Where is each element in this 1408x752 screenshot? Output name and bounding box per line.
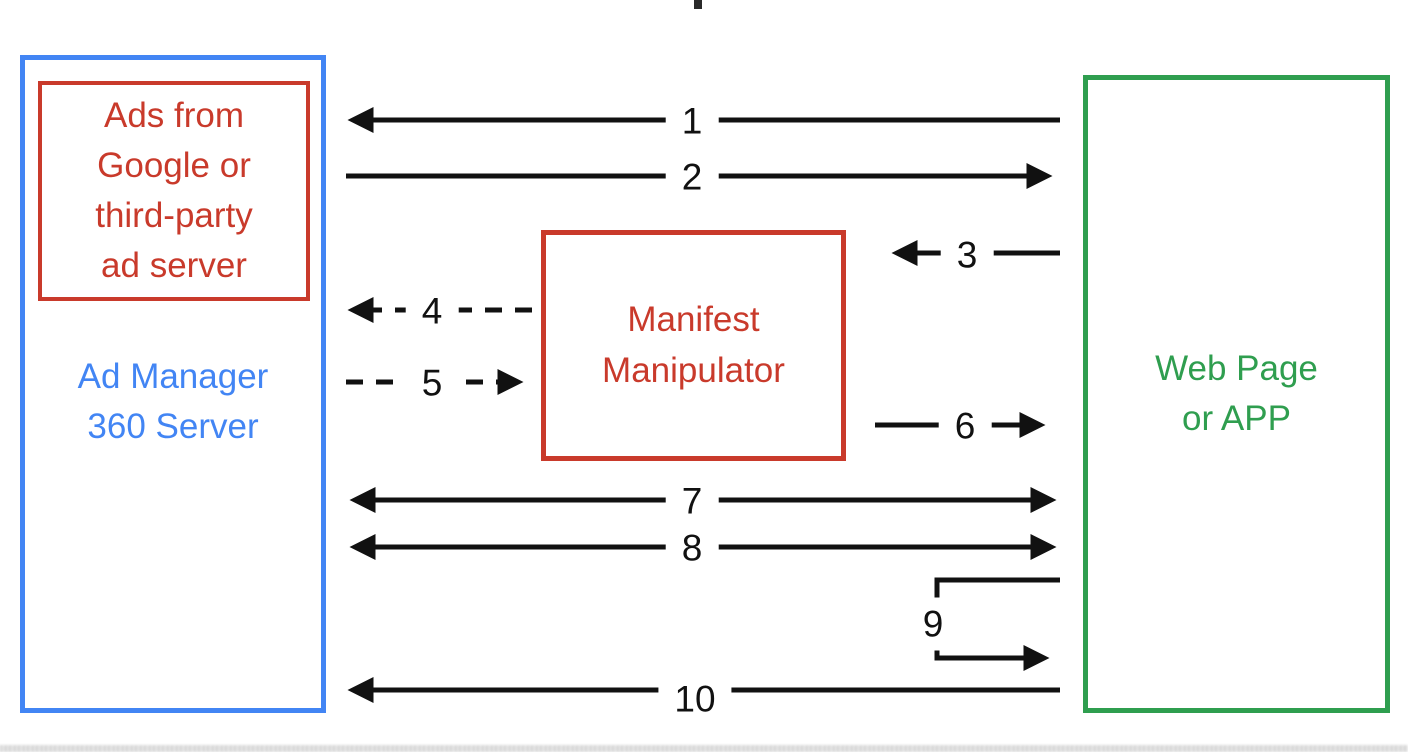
ad-manager-box: Ads from Google or third-party ad server… (20, 55, 326, 713)
arrow-5-label: 5 (405, 362, 459, 404)
arrow-4-label: 4 (405, 290, 459, 332)
bottom-edge-artifact (0, 745, 1408, 752)
arrow-6-label: 6 (938, 405, 992, 447)
web-page-box: Web Page or APP (1083, 75, 1390, 713)
manifest-manipulator-label: Manifest Manipulator (602, 300, 785, 390)
arrow-9-line (934, 577, 1060, 671)
arrow-10-label: 10 (658, 678, 732, 720)
top-edge-artifact (694, 0, 702, 9)
arrow-1-label: 1 (665, 100, 719, 142)
arrow-7-label: 7 (665, 480, 719, 522)
arrow-3-label: 3 (940, 234, 994, 276)
arrow-8-label: 8 (665, 527, 719, 569)
arrow-9-label: 9 (910, 597, 956, 651)
ads-source-box: Ads from Google or third-party ad server (38, 81, 310, 301)
ad-manager-label: Ad Manager 360 Server (77, 357, 269, 447)
arrow-2-label: 2 (665, 156, 719, 198)
web-page-label: Web Page or APP (1155, 348, 1318, 438)
ads-source-label: Ads from Google or third-party ad server (95, 95, 253, 286)
manifest-manipulator-box: Manifest Manipulator (541, 230, 846, 461)
